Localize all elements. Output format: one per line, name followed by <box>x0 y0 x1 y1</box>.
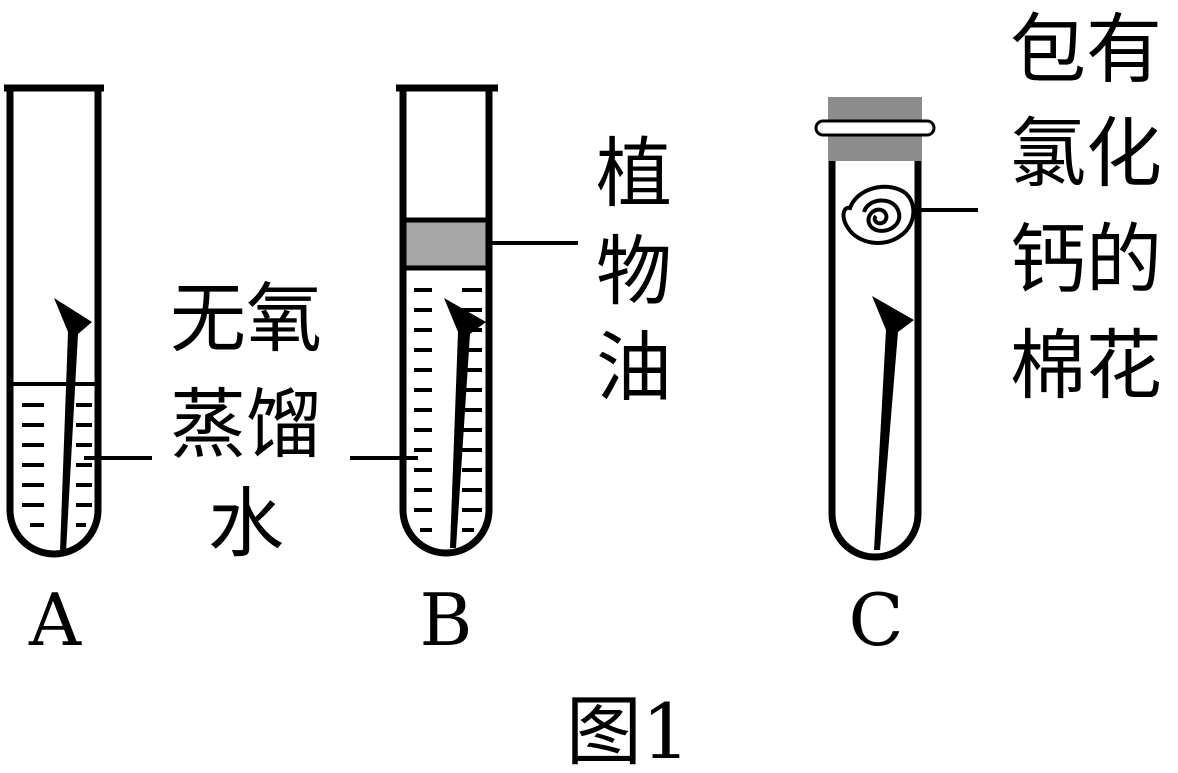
cotton-label: 包有 氯化 钙的 棉花 <box>1010 5 1162 410</box>
tube-a-body <box>6 88 102 558</box>
cotton-label-line-1: 包有 <box>1010 5 1162 94</box>
test-tube-c <box>814 97 978 561</box>
oil-label: 植 物 油 <box>596 129 672 412</box>
tube-c-body <box>828 161 922 561</box>
oil-label-char-2: 物 <box>596 227 672 316</box>
tube-c-letter: C <box>848 578 903 662</box>
water-label-line-3: 水 <box>208 479 284 568</box>
oil-label-char-1: 植 <box>596 129 672 218</box>
water-label-line-1: 无氧 <box>170 274 322 363</box>
tube-a-letter: A <box>28 578 82 662</box>
tube-c-nail <box>872 296 914 550</box>
water-label-line-2: 蒸馏 <box>170 380 322 469</box>
water-label: 无氧 蒸馏 水 <box>170 274 322 568</box>
tube-b-oil-layer <box>404 220 488 268</box>
oil-label-char-3: 油 <box>596 323 672 412</box>
test-tube-a <box>4 84 152 558</box>
tube-a-nail <box>54 298 92 552</box>
tube-b-body <box>399 88 493 557</box>
tube-a-water <box>22 403 92 527</box>
cotton-label-line-3: 钙的 <box>1010 215 1162 304</box>
figure-caption: 图1 <box>566 687 690 773</box>
test-tube-b <box>350 84 578 557</box>
tube-b-nail <box>444 298 486 548</box>
cotton-label-line-2: 氯化 <box>1010 109 1162 198</box>
tube-b-water <box>414 288 482 532</box>
tube-b-letter: B <box>420 578 473 662</box>
cotton-label-line-4: 棉花 <box>1010 321 1162 410</box>
tube-c-cotton-ball <box>841 184 916 245</box>
